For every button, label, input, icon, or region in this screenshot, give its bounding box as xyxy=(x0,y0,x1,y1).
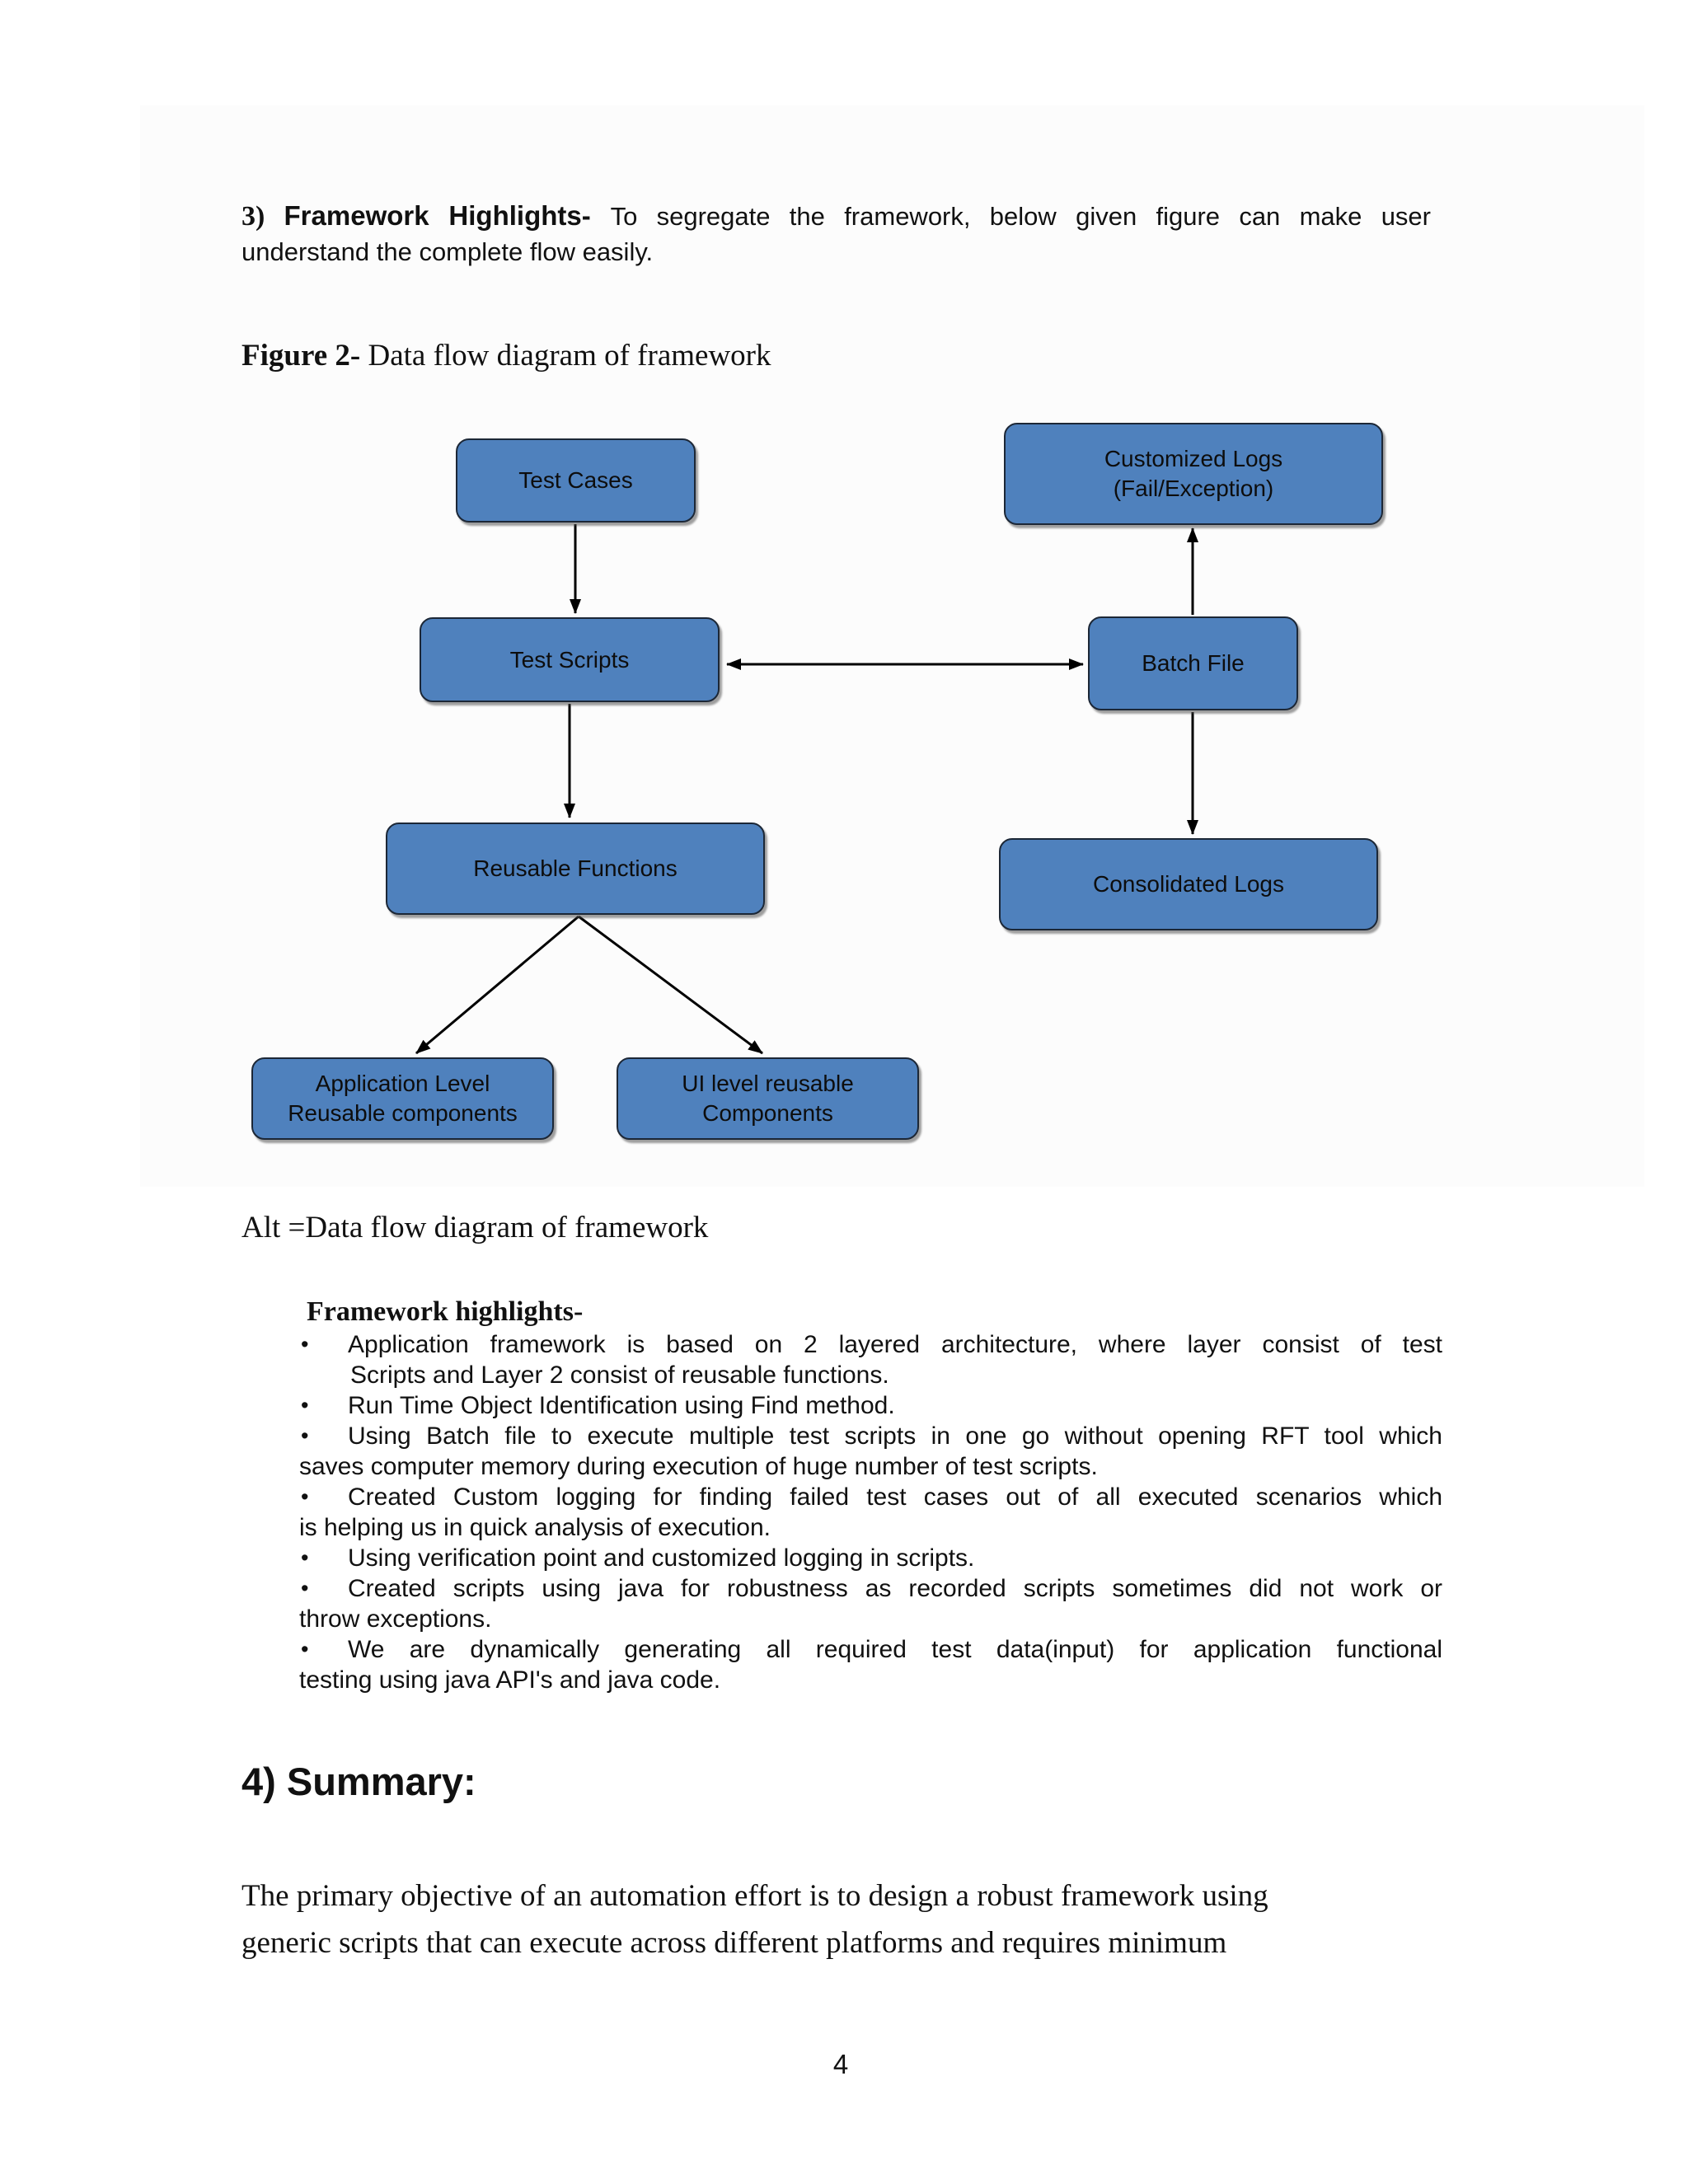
section3-intro: To segregate the framework, below given … xyxy=(610,202,1431,231)
list-item-text: Run Time Object Identification using Fin… xyxy=(348,1392,895,1419)
list-item-line: • Using Batch file to execute multiple t… xyxy=(241,1421,1442,1451)
bullet-marker: • xyxy=(301,1393,309,1418)
list-item-text: Using verification point and customized … xyxy=(348,1544,975,1572)
section4-heading: 4) Summary: xyxy=(241,1760,476,1803)
summary-paragraph: The primary objective of an automation e… xyxy=(241,1872,1268,1966)
node-application-level: Application Level Reusable components xyxy=(251,1057,554,1140)
section3-number: 3) xyxy=(241,201,284,232)
list-item-text: Created scripts using java for robustnes… xyxy=(348,1575,1442,1602)
list-item-text: We are dynamically generating all requir… xyxy=(348,1636,1442,1663)
figure-caption-label: Figure 2- xyxy=(241,339,368,373)
section3-heading: 3) Framework Highlights- To segregate th… xyxy=(241,200,1431,232)
figure-alt-text: Alt =Data flow diagram of framework xyxy=(241,1211,709,1244)
node-customized-logs: Customized Logs (Fail/Exception) xyxy=(1004,423,1383,525)
figure-image-background xyxy=(140,105,1644,1187)
list-item-line: • Run Time Object Identification using F… xyxy=(241,1390,1442,1421)
list-item-line: throw exceptions. xyxy=(299,1605,492,1633)
section3-intro-line2: understand the complete flow easily. xyxy=(241,237,654,266)
list-item-line: • Created scripts using java for robustn… xyxy=(241,1573,1442,1604)
list-item-text: Application framework is based on 2 laye… xyxy=(348,1331,1442,1358)
node-batch-file: Batch File xyxy=(1088,616,1298,710)
list-item-line: saves computer memory during execution o… xyxy=(299,1453,1098,1480)
figure-caption-text: Data flow diagram of framework xyxy=(368,339,771,373)
section3-title: Framework Highlights- xyxy=(284,200,611,231)
node-ui-level: UI level reusable Components xyxy=(617,1057,919,1140)
bullet-marker: • xyxy=(301,1637,309,1661)
page-number: 4 xyxy=(832,2049,849,2079)
bullet-marker: • xyxy=(301,1545,309,1570)
bullet-marker: • xyxy=(301,1576,309,1601)
node-reusable-functions: Reusable Functions xyxy=(386,823,765,915)
highlights-list: • Application framework is based on 2 la… xyxy=(241,1329,1442,1695)
summary-line: generic scripts that can execute across … xyxy=(241,1926,1227,1960)
summary-line: The primary objective of an automation e… xyxy=(241,1879,1268,1913)
list-item-text: Created Custom logging for finding faile… xyxy=(348,1483,1442,1511)
list-item-line: • Application framework is based on 2 la… xyxy=(241,1329,1442,1360)
node-test-scripts: Test Scripts xyxy=(420,617,720,702)
highlights-title: Framework highlights- xyxy=(307,1296,584,1327)
list-item-line: testing using java API's and java code. xyxy=(299,1666,721,1694)
node-consolidated-logs: Consolidated Logs xyxy=(999,838,1378,930)
list-item-line: Scripts and Layer 2 consist of reusable … xyxy=(350,1361,889,1389)
node-test-cases: Test Cases xyxy=(456,438,696,523)
list-item-line: • We are dynamically generating all requ… xyxy=(241,1634,1442,1665)
figure-caption: Figure 2- Data flow diagram of framework xyxy=(241,338,771,373)
list-item-line: • Using verification point and customize… xyxy=(241,1543,1442,1573)
list-item-line: is helping us in quick analysis of execu… xyxy=(299,1514,771,1541)
list-item-line: • Created Custom logging for finding fai… xyxy=(241,1482,1442,1512)
bullet-marker: • xyxy=(301,1332,309,1357)
bullet-marker: • xyxy=(301,1423,309,1448)
bullet-marker: • xyxy=(301,1484,309,1509)
list-item-text: Using Batch file to execute multiple tes… xyxy=(348,1422,1442,1450)
